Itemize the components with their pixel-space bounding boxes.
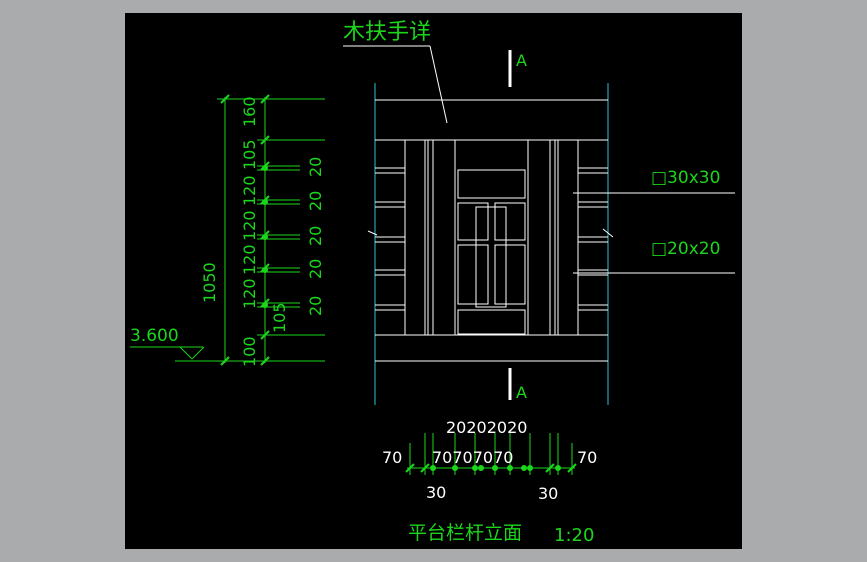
dim-seg-120-c: 120 — [240, 244, 259, 275]
dim-twenty-3: 20 — [306, 226, 325, 246]
drawing-scale: 1:20 — [554, 525, 594, 546]
dim-seg-120-a: 120 — [240, 175, 259, 206]
handrail-detail-label: 木扶手详 — [343, 20, 431, 45]
callout-lines — [343, 45, 735, 274]
dim-seg-105-top: 105 — [240, 139, 259, 170]
dim-seg-120-d: 120 — [240, 278, 259, 309]
bottom-dimension-dots — [430, 465, 561, 471]
dim-bottom-70-left: 70 — [382, 448, 402, 467]
callout-20x20: □20x20 — [651, 239, 720, 259]
dim-bottom-30-left: 30 — [426, 483, 446, 502]
dim-seg-105-bottom: 105 — [270, 302, 289, 333]
dim-twenty-4: 20 — [306, 259, 325, 279]
dim-total: 1050 — [200, 262, 219, 303]
dim-seg-120-b: 120 — [240, 210, 259, 241]
dim-bottom-30-right: 30 — [538, 484, 558, 503]
cad-canvas[interactable]: 1050 160 105 120 120 120 120 105 100 20 … — [125, 13, 742, 549]
dim-bottom-20: 20202020 — [446, 418, 527, 437]
dim-twenty-1: 20 — [306, 157, 325, 177]
callout-30x30: □30x30 — [651, 168, 720, 188]
left-dimension-dots — [262, 165, 268, 308]
dim-seg-100: 100 — [240, 336, 259, 367]
railing-elevation-drawing: 1050 160 105 120 120 120 120 105 100 20 … — [130, 20, 735, 546]
section-mark-bottom: A — [516, 383, 527, 402]
railing-elevation — [367, 83, 614, 405]
left-dimension-chain — [130, 94, 325, 366]
level-elevation: 3.600 — [130, 326, 179, 346]
dim-bottom-70-right: 70 — [577, 448, 597, 467]
drawing-title: 平台栏杆立面 — [408, 522, 522, 544]
dim-twenty-2: 20 — [306, 191, 325, 211]
dim-seg-160: 160 — [240, 96, 259, 127]
dim-twenty-5: 20 — [306, 296, 325, 316]
dim-bottom-70-mid: 70707070 — [432, 448, 513, 467]
section-mark-top: A — [516, 51, 527, 70]
